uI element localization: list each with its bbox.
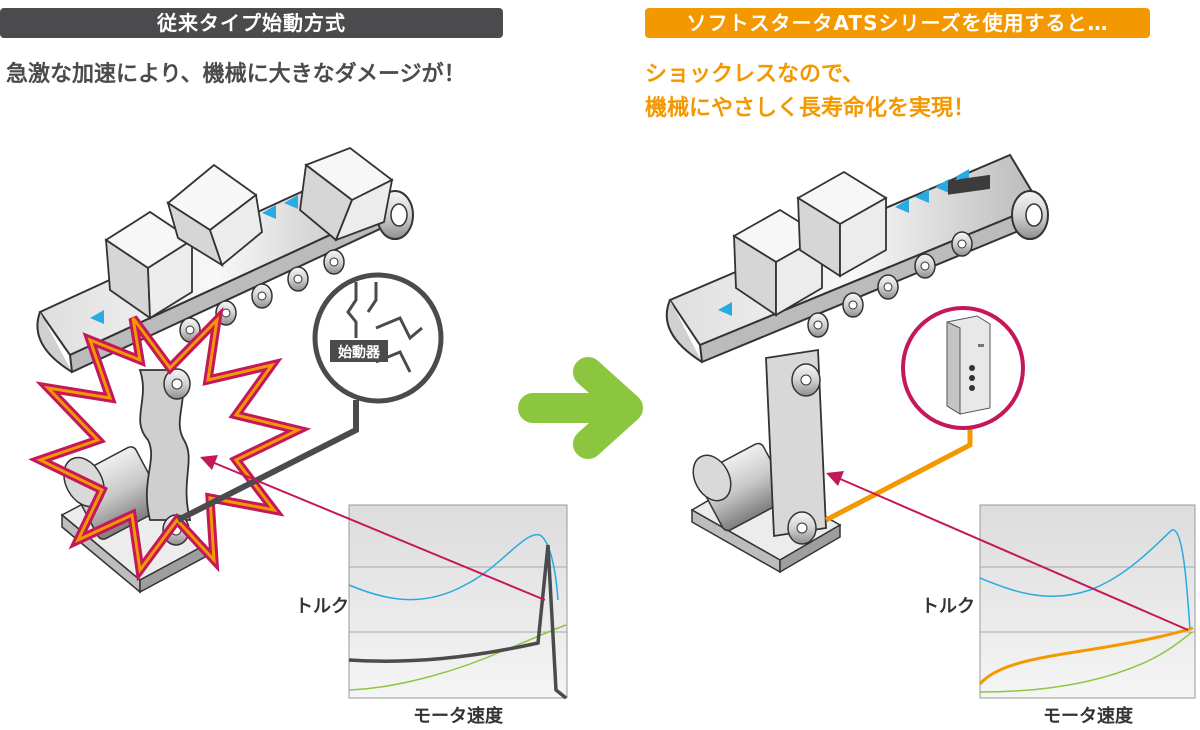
right-pointer-arrowhead (826, 471, 844, 486)
left-torque-chart: トルク モータ速度 (295, 504, 568, 727)
right-load-torque-curve (979, 631, 1193, 693)
right-drive-belt (765, 348, 827, 545)
left-starting-torque-curve (348, 544, 568, 700)
broken-drive-belt (138, 368, 192, 546)
right-chart-xlabel: モータ速度 (1043, 705, 1134, 727)
left-chart-xlabel: モータ速度 (413, 705, 504, 727)
left-box-2 (166, 163, 263, 268)
right-chart-ylabel: トルク (921, 596, 975, 617)
left-chart-ylabel: トルク (295, 596, 349, 617)
soft-starter-caption: ショックレスなので、 機械にやさしく長寿命化を実現！ (645, 58, 975, 126)
soft-starter-badge: ソフトスタータATSシリーズを使用すると… (645, 8, 1150, 38)
soft-starter-caption-line1: ショックレスなので、 (645, 62, 865, 87)
right-conveyor (665, 153, 1049, 574)
starter-symbol: 始動器 (312, 272, 444, 404)
conventional-type-badge: 従来タイプ始動方式 (0, 8, 503, 38)
soft-starter-caption-line2: 機械にやさしく長寿命化を実現！ (645, 96, 976, 121)
soft-starter-device (901, 174, 1025, 430)
left-box-3 (299, 146, 394, 242)
right-wire (824, 425, 973, 523)
right-motor-torque-curve (979, 529, 1191, 631)
right-soft-start-torque-curve (978, 626, 1194, 686)
right-torque-chart: トルク モータ速度 (921, 504, 1196, 727)
right-box-2 (796, 170, 888, 278)
conventional-caption: 急激な加速により、機械に大きなダメージが！ (6, 62, 466, 87)
starter-label: 始動器 (338, 344, 381, 361)
transition-arrow-icon (518, 357, 643, 459)
right-motor (692, 442, 790, 532)
right-pointer-line (837, 477, 1189, 631)
left-pointer-arrowhead (200, 455, 218, 470)
left-conveyor (28, 146, 414, 594)
left-wire (176, 400, 359, 523)
left-load-torque-curve (348, 624, 567, 691)
left-box-1 (104, 210, 194, 320)
left-pointer-line (211, 461, 546, 601)
